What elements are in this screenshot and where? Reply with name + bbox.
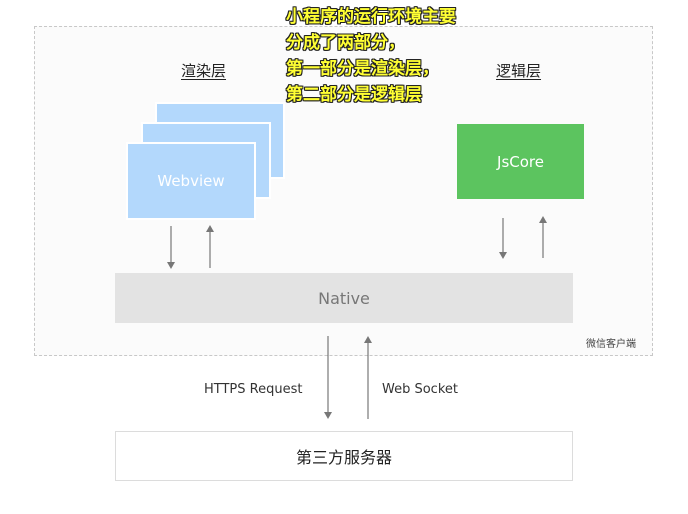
annotation-note: 小程序的运行环境主要 分成了两部分， 第一部分是渲染层， 第二部分是逻辑层	[286, 4, 456, 108]
jscore-box: JsCore	[457, 124, 584, 199]
annotation-line: 第一部分是渲染层，	[286, 59, 439, 79]
render-layer-label: 渲染层	[181, 62, 227, 80]
annotation-line: 小程序的运行环境主要	[286, 7, 456, 27]
https-request-label: HTTPS Request	[204, 382, 303, 397]
third-party-server-box: 第三方服务器	[115, 431, 573, 481]
webview-card-front: Webview	[126, 142, 256, 220]
logic-layer-label: 逻辑层	[496, 62, 542, 80]
webview-label: Webview	[157, 172, 225, 190]
jscore-label: JsCore	[497, 152, 544, 171]
annotation-line: 分成了两部分，	[286, 33, 405, 53]
annotation-line: 第二部分是逻辑层	[286, 85, 422, 105]
client-label: 微信客户端	[586, 339, 636, 350]
native-label: Native	[318, 288, 370, 308]
websocket-label: Web Socket	[382, 382, 458, 397]
native-box: Native	[115, 273, 573, 323]
server-label: 第三方服务器	[295, 448, 392, 467]
